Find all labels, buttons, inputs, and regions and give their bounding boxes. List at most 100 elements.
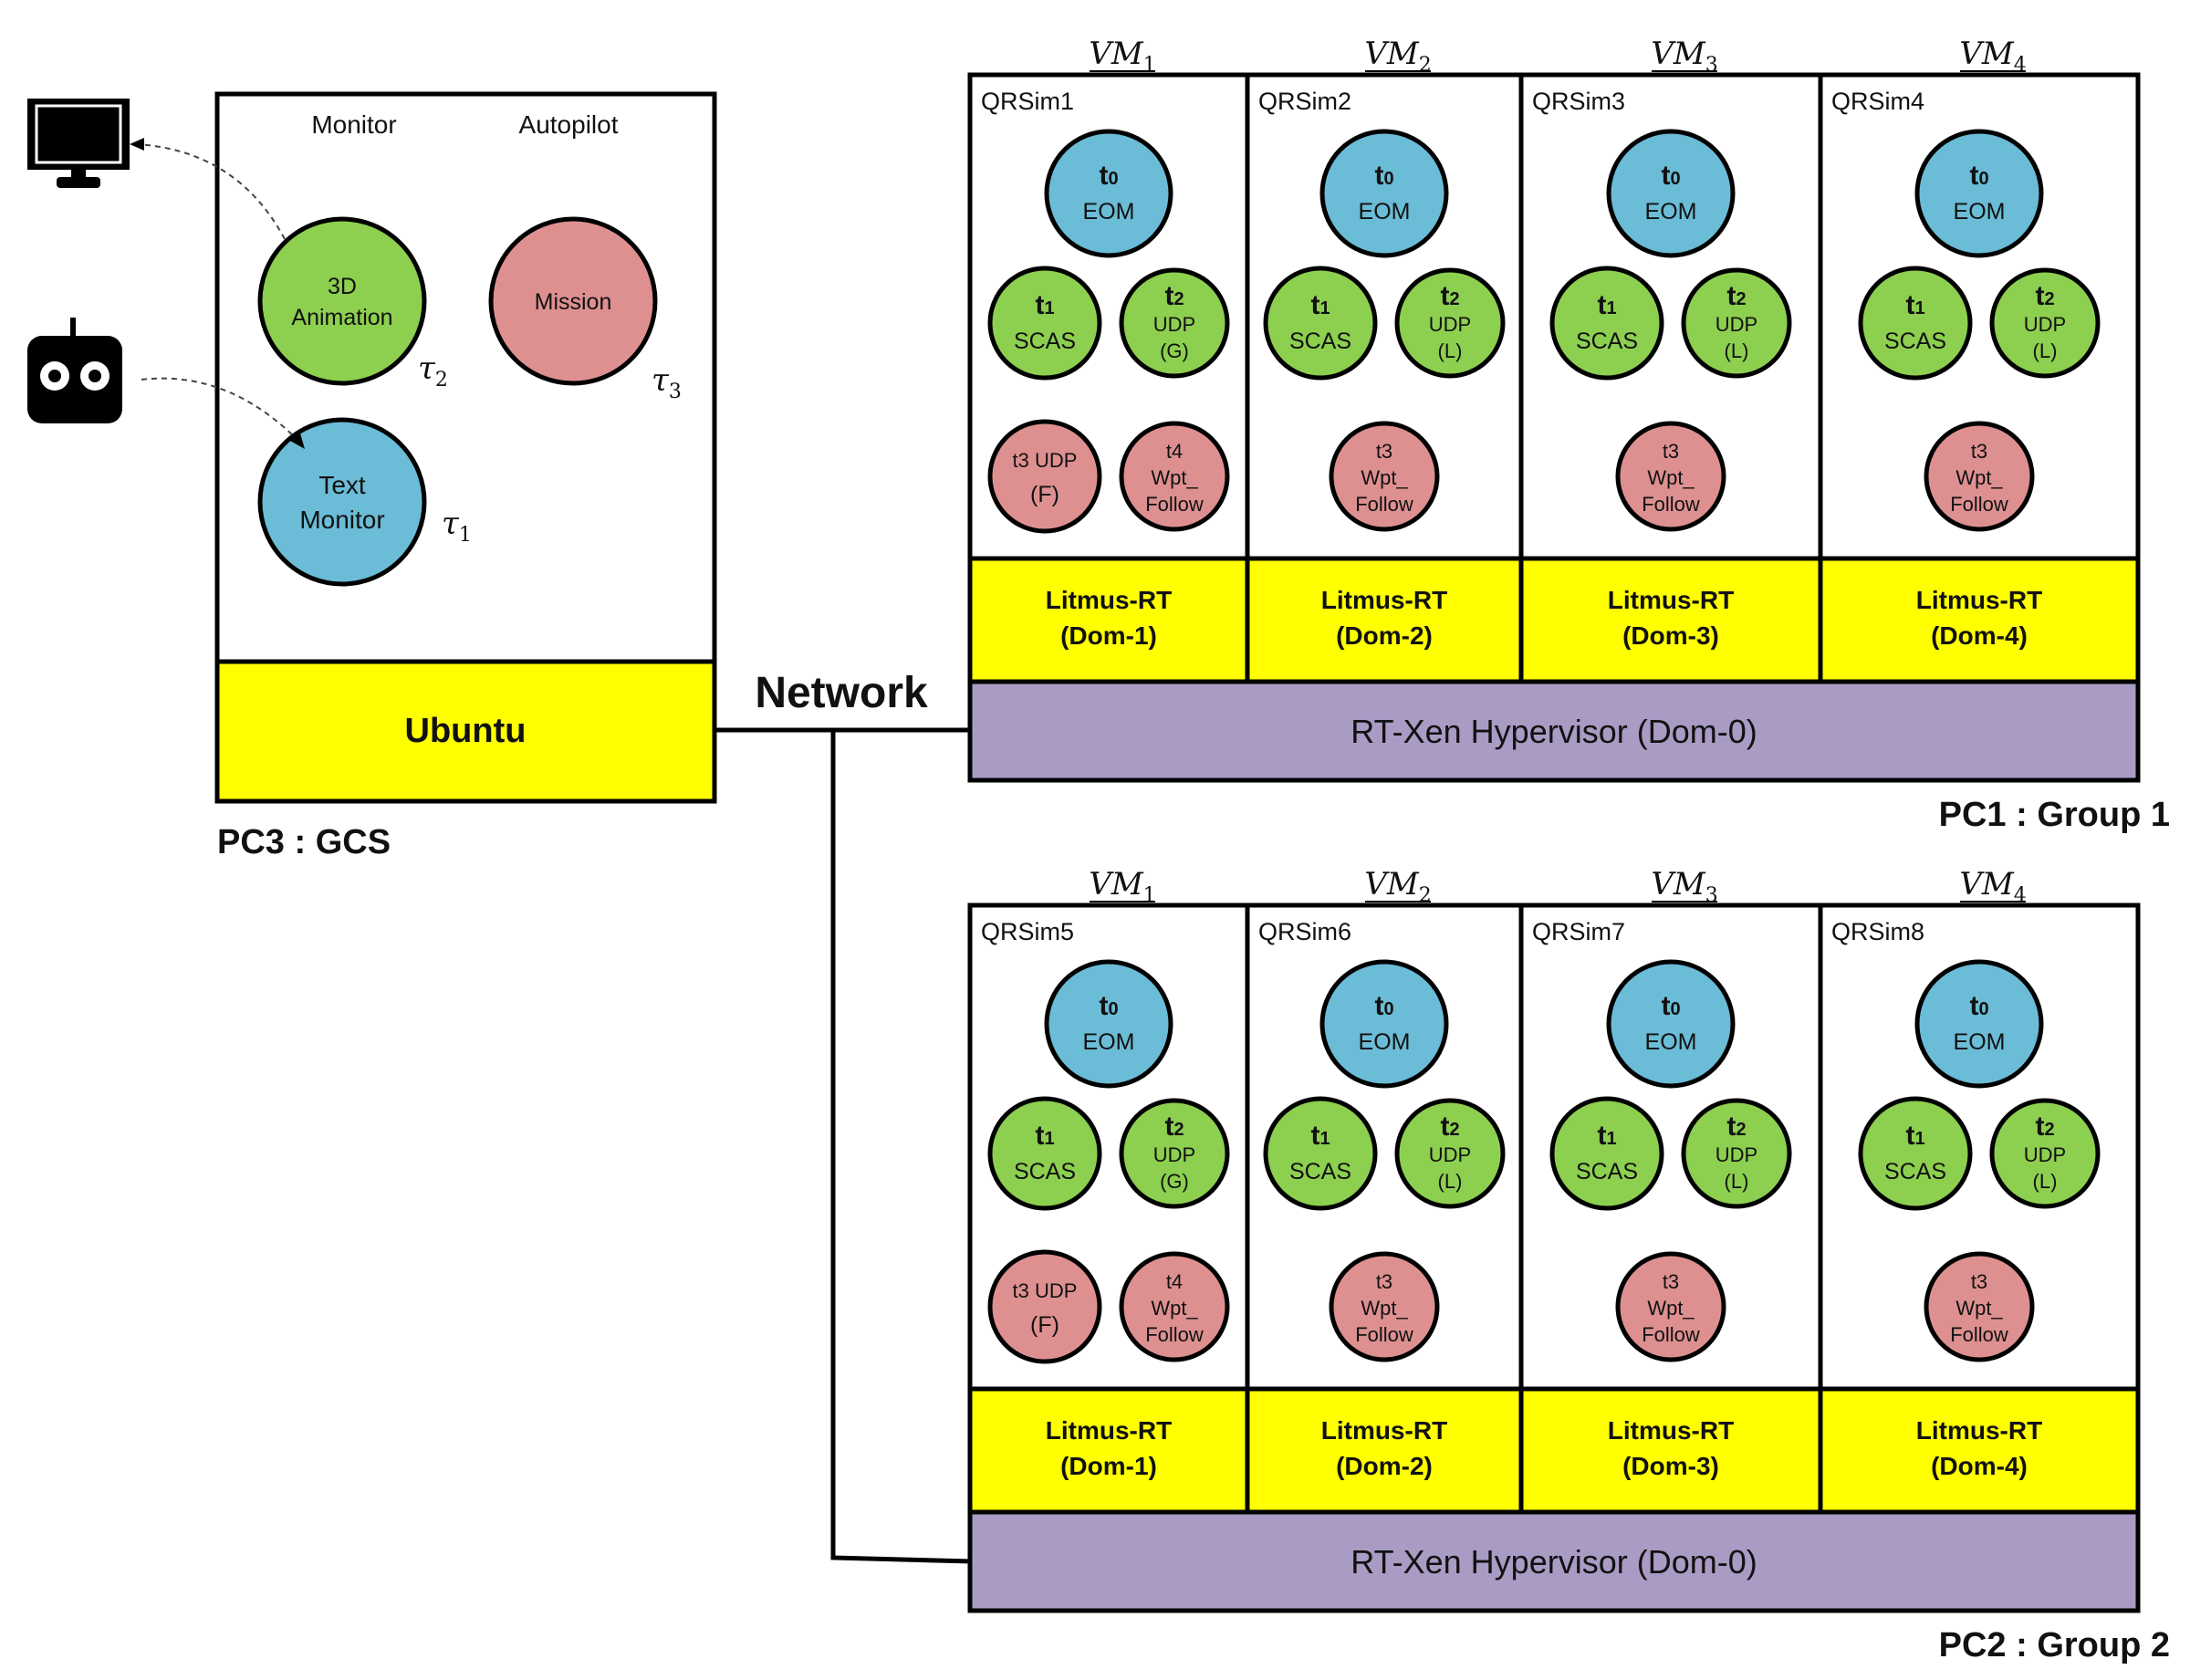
task-t3-udp: t3 UDP(F) — [987, 1249, 1102, 1364]
ubuntu-layer — [214, 659, 717, 804]
task-t0-eom-circle — [1606, 959, 1736, 1089]
task-t3-wpt-follow-line-1: Wpt_ — [1647, 466, 1695, 489]
task-t1-scas-line-1: SCAS — [1014, 329, 1076, 354]
task-t1-scas-id: t1 — [1035, 1121, 1054, 1151]
remote-controller-icon — [27, 318, 122, 423]
autopilot-header: Autopilot — [519, 110, 619, 139]
task-t2-udp-line-1: UDP — [2024, 1143, 2066, 1166]
vm-label: VM3 — [1651, 36, 1717, 77]
task-text-monitor-line1: Text — [318, 471, 366, 499]
pc-group-1: RT-Xen Hypervisor (Dom-0)PC1 : Group 1VM… — [967, 36, 2170, 834]
task-t0-eom-id: t0 — [1661, 161, 1680, 191]
gcs-title: PC3 : GCS — [217, 823, 391, 861]
qrsim-label: QRSim1 — [981, 88, 1074, 115]
task-t1-scas-line-1: SCAS — [1014, 1159, 1076, 1184]
task-t0-eom-id: t0 — [1661, 991, 1680, 1021]
vm-column-3: VM3QRSim7Litmus-RT(Dom-3)t0EOMt1SCASt2UD… — [1518, 866, 1792, 1512]
task-t0-eom-id: t0 — [1099, 161, 1118, 191]
task-t2-udp-id: t2 — [1726, 1111, 1746, 1142]
gcs-pc3: Ubuntu PC3 : GCS Monitor Autopilot 3D An… — [27, 91, 717, 861]
task-t2-udp-line-1: UDP — [1716, 313, 1757, 336]
group-label: PC2 : Group 2 — [1939, 1626, 2170, 1664]
task-t2-udp-line-1: UDP — [1716, 1143, 1757, 1166]
task-3d-animation-line1: 3D — [328, 274, 357, 299]
task-t4-wpt-follow-line-2: Follow — [1145, 1323, 1204, 1346]
task-t3-wpt-follow-line-2: Follow — [1355, 1323, 1413, 1346]
qrsim-label: QRSim3 — [1532, 88, 1625, 115]
task-t2-udp-line-1: UDP — [2024, 313, 2066, 336]
task-text-monitor-line2: Monitor — [299, 506, 384, 534]
qrsim-label: QRSim5 — [981, 918, 1074, 945]
task-t4-wpt-follow-circle — [1119, 1251, 1230, 1362]
task-3d-animation — [257, 216, 427, 386]
device-arrows — [130, 138, 305, 449]
task-t0-eom-id: t0 — [1374, 991, 1393, 1021]
task-t2-udp-line-1: UDP — [1429, 1143, 1471, 1166]
task-t1-scas-id: t1 — [1905, 1121, 1924, 1151]
domain-label: (Dom-1) — [1060, 621, 1157, 650]
task-t3-wpt-follow-line-0: t3 — [1971, 1270, 1987, 1293]
litmus-label: Litmus-RT — [1321, 1416, 1447, 1445]
task-t1-scas-circle — [1263, 1096, 1378, 1211]
pc-group-2: RT-Xen Hypervisor (Dom-0)PC2 : Group 2VM… — [967, 866, 2170, 1664]
task-t2-udp-id: t2 — [1164, 281, 1184, 311]
tau1-label: τ1 — [442, 506, 472, 547]
task-t1-scas-id: t1 — [1597, 1121, 1616, 1151]
task-t2-udp-circle — [1394, 267, 1506, 379]
task-t0-eom-line-1: EOM — [1359, 1029, 1411, 1055]
task-t3-wpt-follow-line-1: Wpt_ — [1361, 1297, 1408, 1320]
task-t2-udp-line-1: UDP — [1429, 313, 1471, 336]
task-t0-eom-line-1: EOM — [1083, 199, 1135, 224]
task-t1-scas-id: t1 — [1035, 290, 1054, 320]
task-t3-udp-line-0: t3 UDP — [1013, 449, 1078, 472]
task-t2-udp-line-2: (L) — [2033, 1170, 2058, 1193]
task-t2-udp-circle — [1681, 267, 1792, 379]
task-text-monitor — [257, 417, 427, 587]
task-t1-scas-line-1: SCAS — [1884, 329, 1946, 354]
vm-column-2: VM2QRSim6Litmus-RT(Dom-2)t0EOMt1SCASt2UD… — [1245, 866, 1506, 1512]
task-t3-wpt-follow-circle — [1329, 421, 1440, 532]
task-t3-wpt-follow-line-2: Follow — [1642, 1323, 1700, 1346]
task-t1-scas-line-1: SCAS — [1576, 329, 1638, 354]
vm-label: VM1 — [1089, 866, 1155, 907]
monitor-icon — [27, 99, 130, 188]
task-t0-eom-circle — [1044, 959, 1173, 1089]
task-t2-udp-id: t2 — [2035, 1111, 2054, 1142]
hypervisor-label: RT-Xen Hypervisor (Dom-0) — [1350, 713, 1757, 750]
litmus-label: Litmus-RT — [1321, 586, 1447, 614]
task-t1-scas-id: t1 — [1310, 290, 1330, 320]
litmus-label: Litmus-RT — [1916, 586, 2042, 614]
litmus-label: Litmus-RT — [1608, 586, 1734, 614]
task-t2-udp-line-2: (L) — [1438, 339, 1463, 362]
task-t1-scas-line-1: SCAS — [1884, 1159, 1946, 1184]
task-t0-eom-id: t0 — [1099, 991, 1118, 1021]
task-t3-udp-line-0: t3 UDP — [1013, 1279, 1078, 1302]
domain-label: (Dom-3) — [1622, 621, 1719, 650]
task-t3-wpt-follow-line-0: t3 — [1376, 1270, 1392, 1293]
vm-column-1: VM1QRSim1Litmus-RT(Dom-1)t0EOMt1SCASt2UD… — [981, 36, 1230, 650]
task-t2-udp-id: t2 — [1726, 281, 1746, 311]
task-t2-udp-circle — [1989, 267, 2101, 379]
task-t2-udp-line-2: (G) — [1160, 339, 1189, 362]
task-t3-wpt-follow-circle — [1329, 1251, 1440, 1362]
task-t0-eom-line-1: EOM — [1359, 199, 1411, 224]
task-t0-eom-line-1: EOM — [1645, 1029, 1697, 1055]
task-t2-udp-id: t2 — [1440, 1111, 1459, 1142]
